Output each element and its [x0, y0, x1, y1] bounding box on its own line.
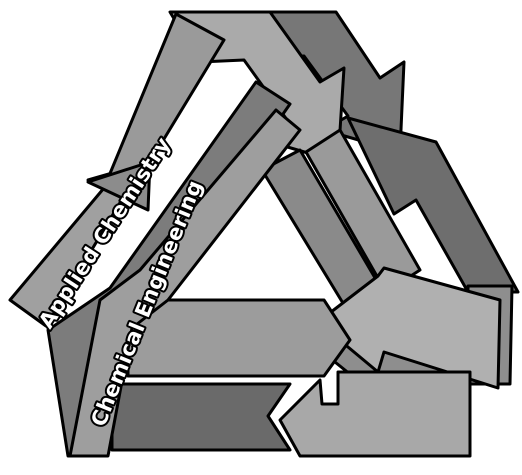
arrow-bottom-dark — [112, 384, 290, 450]
arrow-bottom-light — [128, 300, 350, 376]
arrow-bottom-lower — [280, 372, 470, 456]
